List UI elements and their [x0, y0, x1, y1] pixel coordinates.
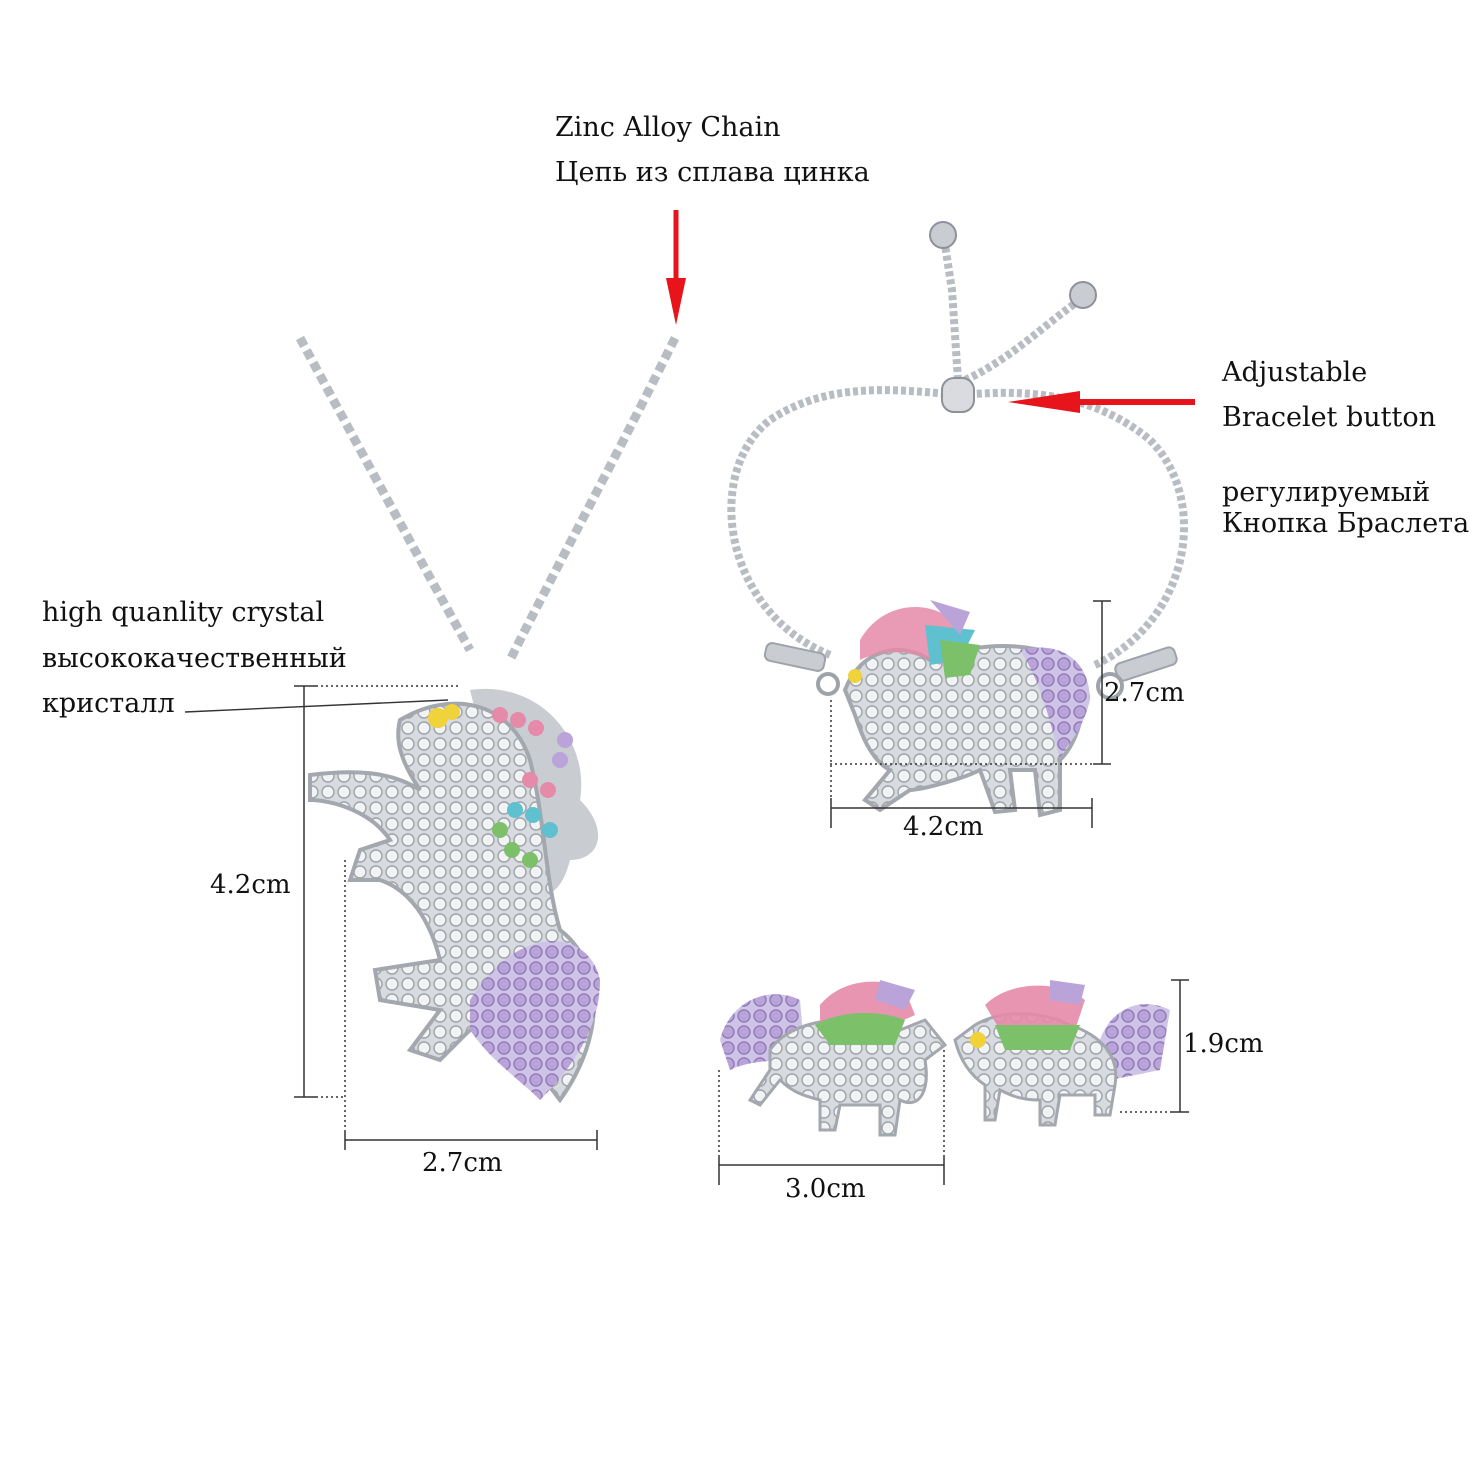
button-arrow-icon — [1008, 391, 1195, 413]
bracelet-height-label: 2.7cm — [1104, 678, 1185, 708]
chain-label-ru: Цепь из сплава цинка — [555, 157, 870, 188]
necklace-unicorn-pendant — [308, 688, 600, 1104]
necklace-height-label: 4.2cm — [210, 870, 291, 900]
chain-label-en: Zinc Alloy Chain — [555, 112, 781, 143]
earring-left — [720, 980, 948, 1137]
chain-arrow-icon — [666, 210, 686, 325]
crystal-label-ru-1: высококачественный — [42, 643, 347, 674]
button-label-en-1: Adjustable — [1222, 357, 1368, 388]
button-label-ru-1: регулируемый — [1222, 477, 1431, 508]
earring-width-label: 3.0cm — [785, 1174, 866, 1204]
dimension-lines — [294, 600, 1189, 1185]
crystal-label-ru-2: кристалл — [42, 688, 175, 719]
necklace-chain — [296, 335, 680, 663]
bracelet — [727, 221, 1188, 700]
bracelet-unicorn-charm — [842, 600, 1090, 818]
bracelet-width-label: 4.2cm — [903, 812, 984, 842]
crystal-label-en: high quanlity crystal — [42, 597, 325, 628]
button-label-en-2: Bracelet button — [1222, 402, 1437, 433]
button-label-ru-2: Кнопка Браслета — [1222, 508, 1470, 539]
earring-right — [953, 980, 1170, 1127]
necklace-width-label: 2.7cm — [422, 1148, 503, 1178]
crystal-leader-line — [184, 699, 449, 713]
earring-height-label: 1.9cm — [1183, 1029, 1264, 1059]
